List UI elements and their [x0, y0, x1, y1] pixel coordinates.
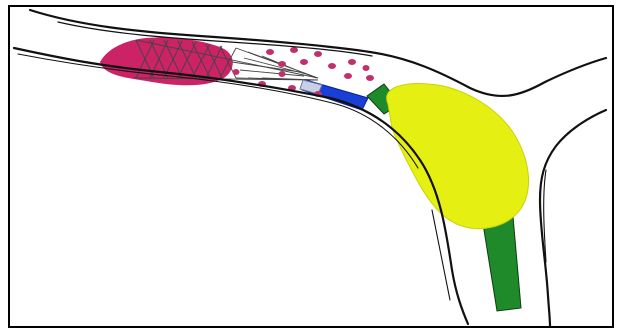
- vessel-illustration: [0, 0, 619, 333]
